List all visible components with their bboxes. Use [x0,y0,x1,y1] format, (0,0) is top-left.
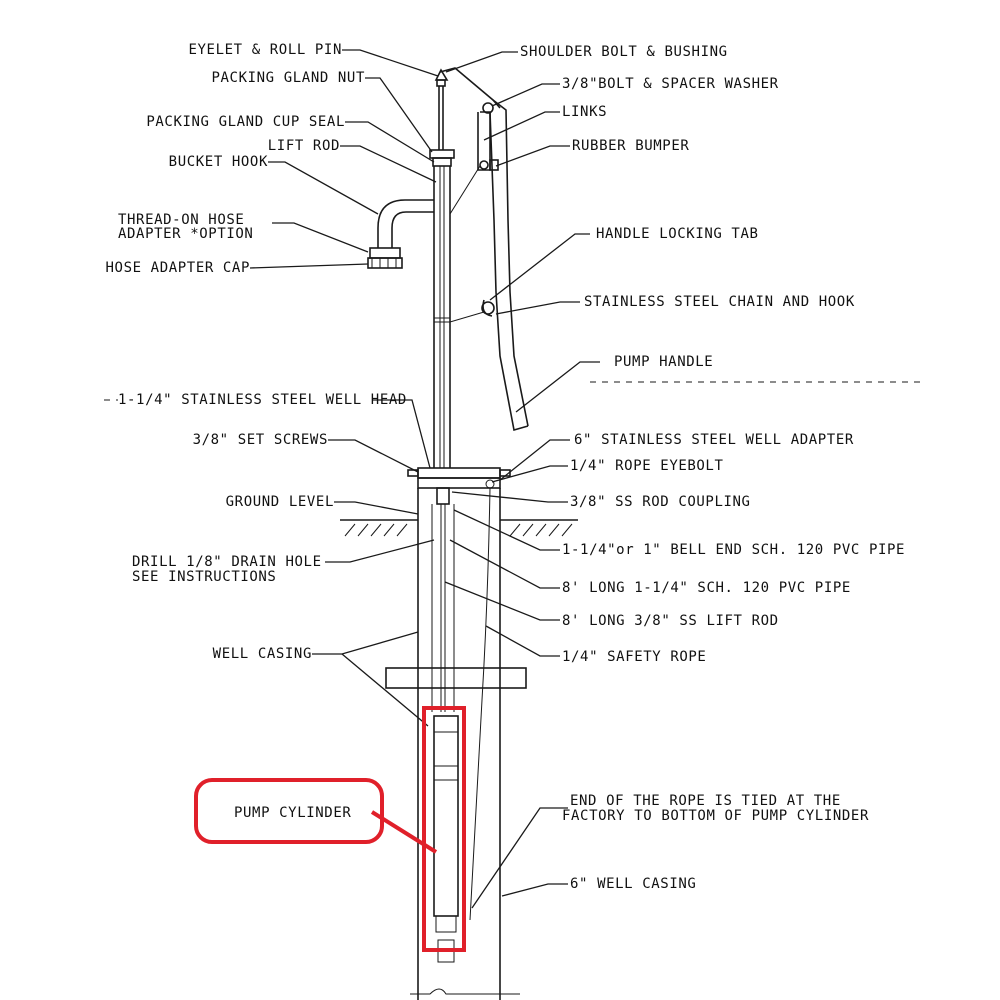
spout-inner [391,211,434,248]
label-hose-adapter-cap: HOSE ADAPTER CAP [106,260,250,276]
label-bucket-hook: BUCKET HOOK [169,154,268,170]
label-packing-gland-nut: PACKING GLAND NUT [212,70,366,86]
label-bolt-spacer-washer: 3/8"BOLT & SPACER WASHER [562,76,779,92]
label-well-adapter: 6" STAINLESS STEEL WELL ADAPTER [574,432,854,448]
label-handle-locking-tab: HANDLE LOCKING TAB [596,226,759,242]
ground-level [340,519,578,537]
handle-outer [492,99,529,427]
packing-gland-cup-seal [432,157,452,167]
label-ground-level: GROUND LEVEL [226,494,334,510]
links [477,112,491,171]
chain [434,311,485,323]
label-drain-hole-1: DRILL 1/8" DRAIN HOLE [132,554,322,570]
label-rope-end-1: END OF THE ROPE IS TIED AT THE [570,793,841,809]
shoulder-bracket [439,67,501,109]
cylinder-top-cap [433,715,459,733]
label-rope-end-2: FACTORY TO BOTTOM OF PUMP CYLINDER [562,808,869,824]
label-stainless-chain-hook: STAINLESS STEEL CHAIN AND HOOK [584,294,855,310]
hose-adapter-cap [367,257,403,269]
spout-outer [377,199,434,248]
chain-hook-ring [481,301,495,315]
well-head [417,467,501,479]
hose-adapter [369,247,401,259]
pump-assembly [340,67,578,1000]
label-eyelet-roll-pin: EYELET & ROLL PIN [189,42,343,58]
casing-break [385,667,527,689]
shoulder-bolt [482,102,494,114]
label-well-casing: WELL CASING [213,646,312,662]
label-thread-on-hose-1: THREAD-ON HOSE [118,212,244,228]
pump-cylinder-label-box [194,778,384,844]
link-diagonal [449,165,481,215]
label-links: LINKS [562,104,607,120]
label-packing-gland-cup-seal: PACKING GLAND CUP SEAL [146,114,345,130]
well-adapter [417,477,501,489]
cylinder-shade [433,765,459,781]
roll-pin [436,79,446,87]
label-lift-rod: LIFT ROD [268,138,340,154]
labels-right: SHOULDER BOLT & BUSHING 3/8"BOLT & SPACE… [520,44,905,892]
label-six-inch-casing: 6" WELL CASING [570,876,696,892]
labels-left: EYELET & ROLL PIN PACKING GLAND NUT PACK… [106,42,407,821]
pump-cylinder-pointer [370,810,438,854]
link-bolt [479,160,489,170]
label-rod-coupling: 3/8" SS ROD COUPLING [570,494,751,510]
leader-lines [104,49,924,909]
highlight-callout [194,706,466,952]
pump-cylinder-highlight-box [422,706,466,952]
pump-cylinder [433,715,459,917]
casing-bottom-break [410,988,520,995]
label-shoulder-bolt-bushing: SHOULDER BOLT & BUSHING [520,44,728,60]
label-rope-eyebolt: 1/4" ROPE EYEBOLT [570,458,724,474]
label-ss-lift-rod: 8' LONG 3/8" SS LIFT ROD [562,613,779,629]
handle-locking-tab [482,299,493,317]
label-pvc-pipe: 8' LONG 1-1/4" SCH. 120 PVC PIPE [562,580,851,596]
label-pump-cylinder: PUMP CYLINDER [234,805,351,821]
rod-coupling [436,487,450,505]
safety-rope [469,487,491,921]
cylinder-bottom-cap [435,915,457,933]
label-pump-handle: PUMP HANDLE [614,354,713,370]
label-rubber-bumper: RUBBER BUMPER [572,138,689,154]
label-bell-end-pipe: 1-1/4"or 1" BELL END SCH. 120 PVC PIPE [562,542,905,558]
handle-inner [480,111,529,432]
label-drain-hole-2: SEE INSTRUCTIONS [132,569,276,585]
label-thread-on-hose-2: ADAPTER *OPTION [118,226,253,242]
label-well-head: 1-1/4" STAINLESS STEEL WELL HEAD [118,392,407,408]
label-safety-rope: 1/4" SAFETY ROPE [562,649,706,665]
packing-gland-nut [429,149,455,159]
label-set-screws: 3/8" SET SCREWS [193,432,328,448]
